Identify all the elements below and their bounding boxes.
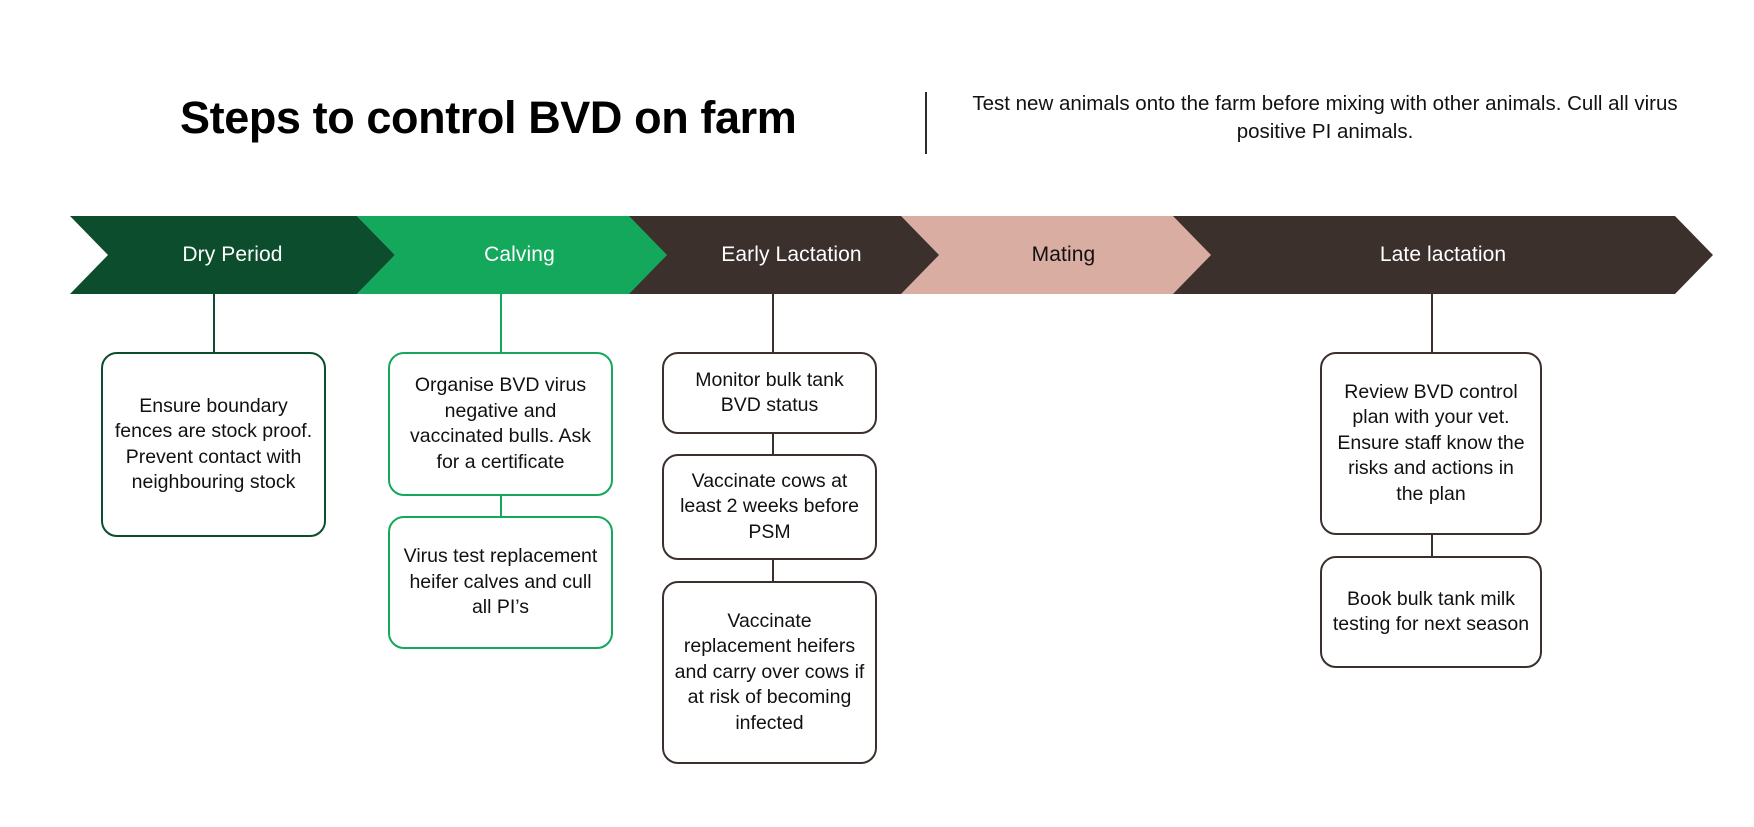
action-box-text: Monitor bulk tank BVD status xyxy=(695,368,844,417)
action-box-early-lactation-3: Vaccinate replacement heifers and carry … xyxy=(662,581,877,764)
action-box-early-lactation-1: Monitor bulk tank BVD status xyxy=(662,352,877,434)
action-box-text: Book bulk tank milk testing for next sea… xyxy=(1332,587,1530,636)
timeline-stage-label: Calving xyxy=(484,243,555,266)
timeline-stage-dry-period[interactable]: Dry Period xyxy=(70,216,395,294)
timeline-stage-label: Mating xyxy=(1031,243,1096,266)
header: Steps to control BVD on farm Test new an… xyxy=(0,88,1754,168)
action-box-late-lactation-2: Book bulk tank milk testing for next sea… xyxy=(1320,556,1542,668)
action-box-calving-2: Virus test replacement heifer calves and… xyxy=(388,516,613,649)
stage-timeline-banner: Dry Period Calving Early Lactation Matin… xyxy=(0,216,1754,294)
connector-early-lactation xyxy=(772,294,774,354)
action-box-text: Organise BVD virus negative and vaccinat… xyxy=(409,374,591,473)
connector-calving-1-2 xyxy=(500,496,502,516)
connector-late-lactation xyxy=(1431,294,1433,354)
connector-calving xyxy=(500,294,502,354)
connector-late-lactation-1-2 xyxy=(1431,535,1433,556)
action-box-late-lactation-1: Review BVD control plan with your vet. E… xyxy=(1320,352,1542,535)
header-subtitle: Test new animals onto the farm before mi… xyxy=(972,92,1678,143)
action-box-text: Vaccinate cows at least 2 weeks before P… xyxy=(680,469,859,543)
action-box-text: Review BVD control plan with your vet. E… xyxy=(1337,380,1525,505)
timeline-stage-early-lactation[interactable]: Early Lactation xyxy=(629,216,954,294)
page-title: Steps to control BVD on farm xyxy=(180,92,797,143)
connector-dry-period xyxy=(213,294,215,354)
action-box-text: Ensure boundary fences are stock proof. … xyxy=(114,394,313,494)
timeline-stage-label: Late lactation xyxy=(1379,243,1507,266)
action-box-calving-1: Organise BVD virus negative and vaccinat… xyxy=(388,352,613,496)
timeline-stage-late-lactation[interactable]: Late lactation xyxy=(1173,216,1713,294)
timeline-stage-label: Dry Period xyxy=(182,243,283,266)
timeline-stage-calving[interactable]: Calving xyxy=(357,216,682,294)
header-divider xyxy=(925,92,927,154)
connector-early-lactation-2-3 xyxy=(772,560,774,581)
connector-early-lactation-1-2 xyxy=(772,434,774,454)
action-box-text: Vaccinate replacement heifers and carry … xyxy=(674,609,865,734)
timeline-stage-label: Early Lactation xyxy=(721,243,862,266)
action-box-early-lactation-2: Vaccinate cows at least 2 weeks before P… xyxy=(662,454,877,560)
action-box-text: Virus test replacement heifer calves and… xyxy=(403,545,598,619)
timeline-stage-mating[interactable]: Mating xyxy=(901,216,1226,294)
action-box-dry-period-1: Ensure boundary fences are stock proof. … xyxy=(101,352,326,537)
